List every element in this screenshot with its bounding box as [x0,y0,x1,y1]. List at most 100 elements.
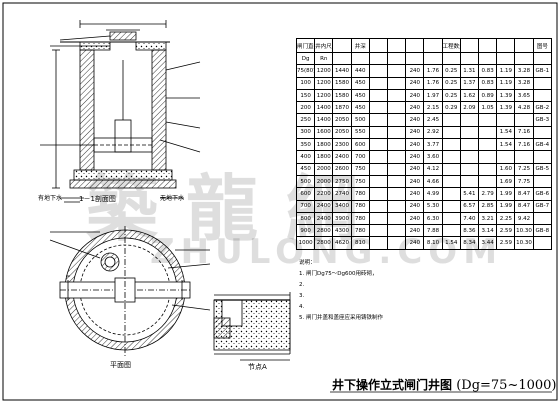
table-cell [532,211,553,226]
table-cell [459,150,480,164]
table-cell: 1.97 [423,88,443,103]
table-header-cell: 井深 [350,38,370,53]
table-cell [459,162,480,176]
table-unit-cell [423,51,443,66]
detail-view [213,292,291,361]
table-cell: GB-2 [532,101,553,115]
note-item: 5. 闸门井盖和盖座应采用铸铁制作 [299,315,383,321]
table-cell: 3.60 [423,150,443,164]
table-cell: 240 [405,64,425,78]
table-cell [387,101,407,115]
table-cell [441,174,461,189]
table-cell: 4.99 [423,187,443,201]
table-cell [459,125,480,140]
table-cell: 1.39 [496,101,516,115]
table-cell: 1.54 [441,236,461,250]
table-unit-cell [350,51,370,66]
table-cell [368,113,389,127]
table-cell: 3.77 [423,138,443,152]
table-cell: 780 [350,187,370,201]
table-cell: 240 [405,125,425,140]
table-cell [387,150,407,164]
table-cell [441,211,461,226]
table-cell: 3.65 [514,88,534,103]
table-cell [532,150,553,164]
table-header-cell: 井内尺寸 [314,38,334,53]
table-unit-cell [405,51,425,66]
table-cell [441,162,461,176]
table-cell: 250 [295,113,316,127]
table-cell [478,113,498,127]
table-unit-cell [514,51,534,66]
table-cell [441,125,461,140]
table-unit-cell [459,51,480,66]
drawing-title-dg: (Dg=75~1000) [456,378,557,393]
table-unit-cell [496,51,516,66]
table-cell: 450 [350,76,370,90]
table-cell: 1400 [314,113,334,127]
table-cell [478,138,498,152]
table-header-cell [478,38,498,53]
table-cell [368,101,389,115]
table-cell [387,162,407,176]
table-header-cell [387,38,407,53]
table-cell: 4300 [332,224,352,238]
table-header-cell [423,38,443,53]
table-header-cell [459,38,480,53]
table-cell: 7.40 [459,211,480,226]
table-cell: 10.30 [514,236,534,250]
table-cell: 1200 [314,64,334,78]
table-cell: 8.47 [514,199,534,213]
table-unit-cell: Dg [295,51,316,66]
table-cell: 2.85 [478,199,498,213]
table-cell: 240 [405,76,425,90]
table-unit-cell [441,51,461,66]
table-cell: 1.19 [496,76,516,90]
table-cell: GB-3 [532,113,553,127]
table-cell: 1600 [314,125,334,140]
table-cell: 1.54 [496,138,516,152]
table-cell: 1.69 [496,174,516,189]
table-cell: 1000 [295,236,316,250]
section-view [40,20,201,203]
table-cell: 1400 [314,101,334,115]
table-cell [387,88,407,103]
table-cell: 150 [295,88,316,103]
table-cell: 2800 [314,224,334,238]
table-cell: 1.60 [496,162,516,176]
table-cell: 2050 [332,125,352,140]
table-cell [441,199,461,213]
section-title: 1－1剖面图 [79,195,116,203]
table-cell: 440 [350,64,370,78]
table-cell: 1440 [332,64,352,78]
table-cell [387,138,407,152]
table-cell [478,162,498,176]
table-cell [368,88,389,103]
table-header-cell: 闸门直径 [295,38,316,53]
table-cell [441,113,461,127]
table-cell [478,174,498,189]
table-cell [496,150,516,164]
note-item: 4. [299,304,305,310]
table-cell: 2.09 [459,101,480,115]
table-cell: 240 [405,211,425,226]
table-cell: 240 [405,174,425,189]
table-cell: 8.36 [459,224,480,238]
table-cell: 2.45 [423,113,443,127]
table-cell: 350 [295,138,316,152]
table-cell: 2.92 [423,125,443,140]
table-cell [532,76,553,90]
right-water-note: 无地下水 [160,195,185,202]
table-cell: 1.31 [459,64,480,78]
table-cell: 0.89 [478,88,498,103]
note-item: 3. [299,293,305,299]
table-cell: 6.57 [459,199,480,213]
table-cell: 450 [350,88,370,103]
